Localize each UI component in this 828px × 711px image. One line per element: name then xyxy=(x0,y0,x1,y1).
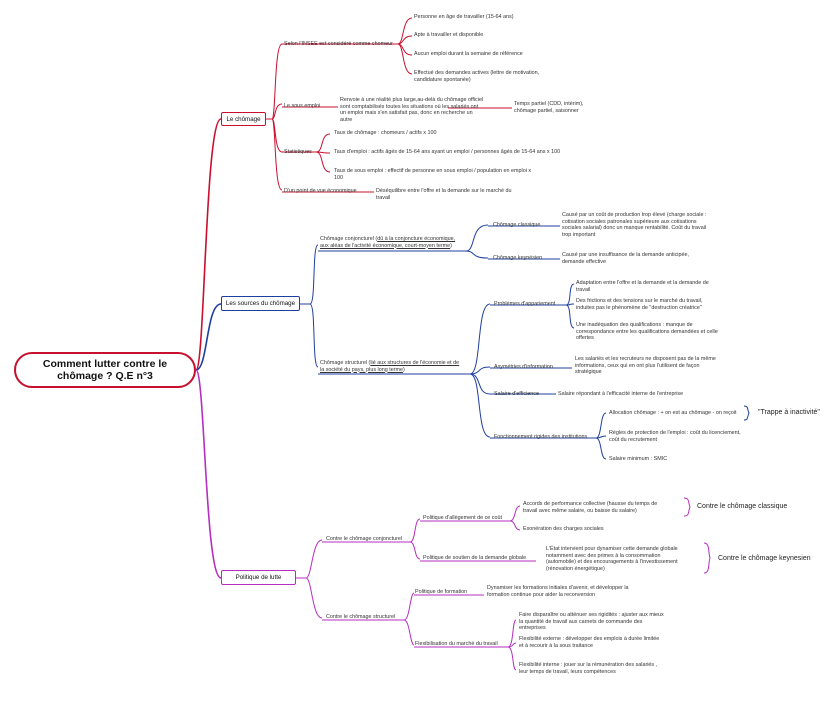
contre-classique-callout: Contre le chômage classique xyxy=(697,503,788,510)
insee-item-3: Aucun emploi durant la semaine de référe… xyxy=(414,51,523,57)
sous-emploi-description: Renvoie à une réalité plus large,au-delà… xyxy=(340,97,484,123)
rigidite-allocation: Allocation chômage : + on est au chômage… xyxy=(609,410,737,416)
flexibilisation-item-3: Flexibilité interne : jouer sur la rémun… xyxy=(519,662,658,675)
flexibilisation-item-2: Flexibilité externe : développer des emp… xyxy=(519,636,660,649)
contre-structurel-label: Contre le chômage structurel xyxy=(326,614,396,620)
appariement-item-2: Des frictions et des tensions sur le mar… xyxy=(576,298,703,311)
chomage-classique-description: Causé par un coût de production trop éle… xyxy=(562,212,707,238)
rigidites-label: Fonctionnement rigides des institutions xyxy=(494,434,588,440)
chomage-keynesien-label: Chômage keynésien xyxy=(493,255,543,261)
trappe-inactivite-callout: "Trappe à inactivité" xyxy=(758,409,820,416)
connector-root-sources xyxy=(195,303,222,371)
topic-le-chomage[interactable]: Le chômage xyxy=(221,112,266,126)
appariement-item-3: Une inadéquation des qualifications : ma… xyxy=(576,322,718,342)
chomage-structurel: Chômage structurel (lié aux structures d… xyxy=(320,360,460,373)
sous-emploi-label: Le sous emploi xyxy=(284,103,321,109)
topic-sources-chomage[interactable]: Les sources du chômage xyxy=(221,296,300,311)
salaire-efficience-label: Salaire d'efficience xyxy=(494,391,539,397)
asymetries-label: Asymétries d'information xyxy=(494,364,553,370)
rigidite-smic: Salaire minimum : SMIC xyxy=(609,456,668,462)
formation-description: Dynamiser les formations initiales d'ave… xyxy=(487,585,629,598)
soutien-demande-label: Politique de soutien de la demande globa… xyxy=(423,555,527,561)
central-topic[interactable]: Comment lutter contre le chômage ? Q.E n… xyxy=(14,352,196,388)
insee-item-4: Effectué des demandes actives (lettre de… xyxy=(414,70,540,83)
formation-label: Politique de formation xyxy=(415,589,468,595)
economique-description: Déséquilibre entre l'offre et la demande… xyxy=(376,188,512,201)
salaire-efficience-description: Salaire répondant à l'efficacité interne… xyxy=(558,391,684,397)
insee-item-2: Apte à travailler et disponible xyxy=(414,32,484,38)
soutien-demande-description: L'État intervient pour dynamiser cette d… xyxy=(546,546,678,572)
statistiques-label: Statistiques xyxy=(284,149,312,155)
stat-taux-emploi: Taux d'emploi : actifs âgés de 15-64 ans… xyxy=(334,149,561,155)
insee-item-1: Personne en âge de travailler (15-64 ans… xyxy=(414,14,514,20)
connector-root-politique xyxy=(195,369,222,579)
allegement-label: Politique d'allègement de ce coût xyxy=(423,515,502,521)
contre-keynesien-callout: Contre le chômage keynesien xyxy=(718,555,811,562)
flexibilisation-item-1: Faire disparaître ou atténuer ses rigidi… xyxy=(519,612,664,632)
sous-emploi-detail: Temps partiel (CDD, intérim), chômage pa… xyxy=(514,101,584,114)
contre-conjoncturel-label: Contre le chômage conjoncturel xyxy=(326,536,403,542)
insee-label: Selon l'INSEE est considéré comme chomeu… xyxy=(284,41,393,47)
flexibilisation-label: Flexibilisation du marché du travail xyxy=(415,641,498,647)
stat-taux-sous-emploi: Taux de sous emploi : effectif de person… xyxy=(334,168,532,181)
stat-taux-chomage: Taux de chômage : chomeurs / actifs x 10… xyxy=(334,130,437,136)
allegement-item-1: Accords de performance collective (hauss… xyxy=(523,501,658,514)
rigidite-protection-emploi: Règles de protection de l'emploi : coût … xyxy=(609,430,741,443)
allegement-item-2: Exonération des charges sociales xyxy=(523,526,604,532)
appariement-item-1: Adaptation entre l'offre et la demande e… xyxy=(576,280,709,293)
economique-label: D'un point de vue économique xyxy=(284,188,357,194)
asymetries-description: Les salariés et les recruteurs ne dispos… xyxy=(575,356,716,376)
appariement-label: Problèmes d'appariement xyxy=(494,301,556,307)
chomage-conjoncturel: Chômage conjoncturel (dû à la conjonctur… xyxy=(320,236,456,249)
topic-politique-lutte[interactable]: Politique de lutte xyxy=(221,570,296,585)
connector-root-chomage xyxy=(195,118,222,371)
chomage-classique-label: Chômage classique xyxy=(493,222,541,228)
chomage-keynesien-description: Causé par une insuffisance de la demande… xyxy=(562,252,689,265)
